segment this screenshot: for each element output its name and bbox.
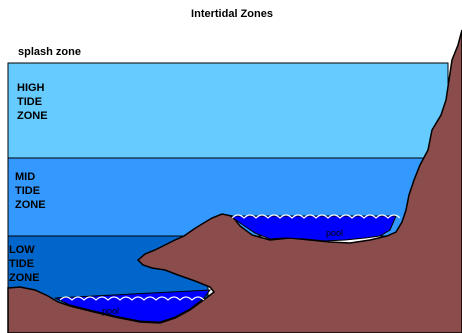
low-zone-line-1: LOW [9,244,35,256]
high-tide-band [8,63,448,158]
lower-pool-label: pool [102,306,119,316]
high-zone-line-3: ZONE [17,110,48,122]
upper-pool-label: pool [326,228,343,238]
mid-zone-line-1: MID [15,171,35,183]
low-zone-line-2: TIDE [9,258,34,270]
mid-zone-line-3: ZONE [15,199,46,211]
high-zone-line-2: TIDE [17,96,42,108]
diagram-title: Intertidal Zones [191,8,273,20]
low-zone-line-3: ZONE [9,272,40,284]
splash-zone-label: splash zone [18,46,81,58]
high-zone-line-1: HIGH [17,82,45,94]
mid-zone-line-2: TIDE [15,185,40,197]
